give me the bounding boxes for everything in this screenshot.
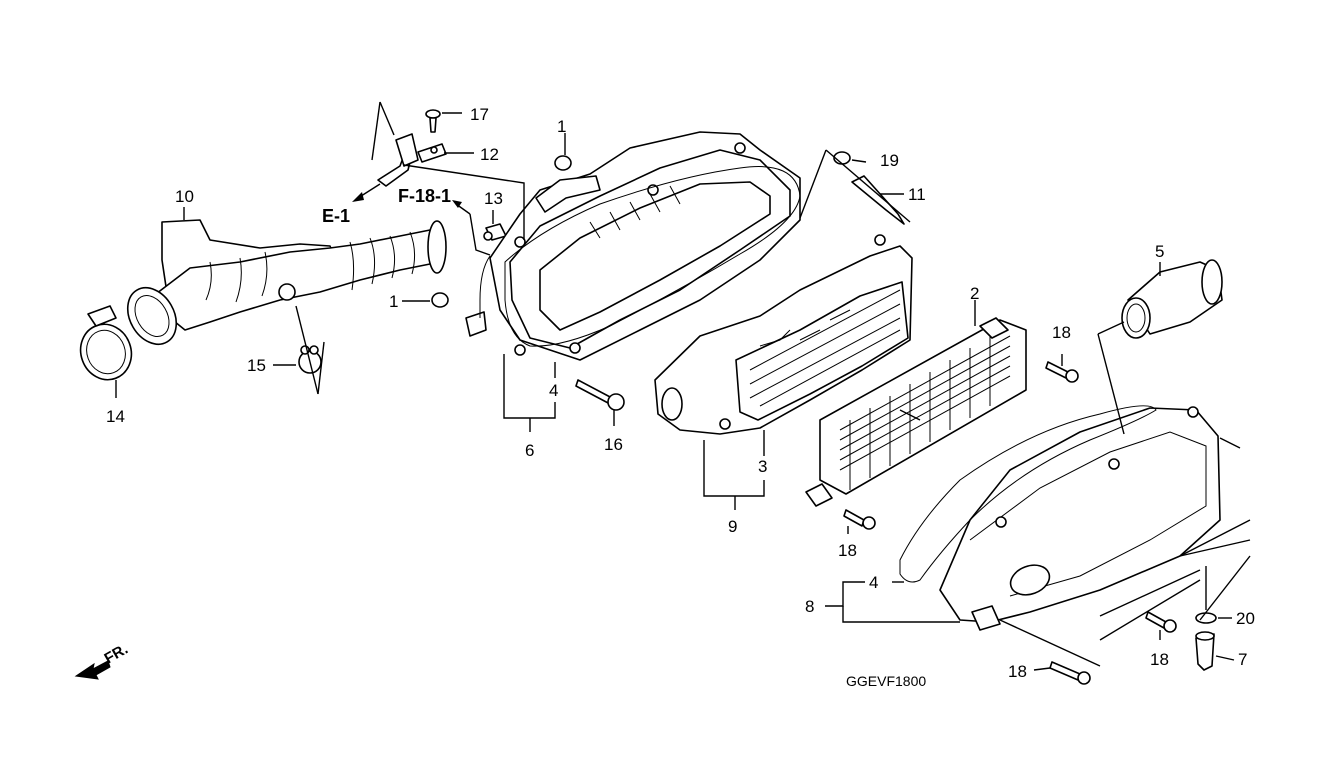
callout-13: 13 [484, 189, 503, 208]
callout-6: 6 [525, 441, 534, 460]
callout-18-upper: 18 [1052, 323, 1071, 342]
callout-1-top: 1 [557, 117, 566, 136]
callout-18-middle: 18 [838, 541, 857, 560]
callout-8: 8 [805, 597, 814, 616]
arrow-f181-icon [452, 200, 471, 215]
leader-lines [115, 101, 1251, 671]
callout-12: 12 [480, 145, 499, 164]
air-filter-element-part-2 [805, 317, 1027, 507]
hose-clamp-part-14 [79, 305, 133, 381]
intake-tube-part-10 [126, 219, 447, 346]
arrow-e1-icon [352, 183, 381, 202]
bolt-part-16 [575, 379, 625, 411]
case-cover-part-8 [939, 406, 1221, 631]
callout-18-bottom: 18 [1008, 662, 1027, 681]
callout-3: 3 [758, 457, 767, 476]
callout-7: 7 [1238, 650, 1247, 669]
callout-19: 19 [880, 151, 899, 170]
reference-f181: F-18-1 [398, 186, 451, 206]
o-ring-part-20 [1195, 612, 1217, 624]
callout-5: 5 [1155, 242, 1164, 261]
front-direction-arrow-icon [74, 660, 111, 680]
callout-11: 11 [908, 185, 926, 204]
screw-part-18 [843, 361, 1177, 685]
callout-10: 10 [175, 187, 194, 206]
seal-part-4-lower [899, 405, 1157, 583]
callout-16: 16 [604, 435, 623, 454]
air-cleaner-case-part-6 [465, 131, 801, 361]
callout-17: 17 [470, 105, 489, 124]
callout-4-lower: 4 [869, 573, 878, 592]
callout-9: 9 [728, 517, 737, 536]
callout-20: 20 [1236, 609, 1255, 628]
diagram-code: GGEVF1800 [846, 673, 926, 689]
callout-2: 2 [970, 284, 979, 303]
intake-duct-part-5 [1121, 259, 1223, 339]
element-holder-part-3 [654, 234, 913, 435]
grommet-part-1 [431, 155, 572, 308]
callout-18-right: 18 [1150, 650, 1169, 669]
reference-e1: E-1 [322, 206, 350, 226]
screw-part-17 [425, 109, 441, 133]
callout-14: 14 [106, 407, 125, 426]
drain-tube-part-11 [851, 175, 905, 225]
drain-plug-part-7 [1195, 631, 1215, 671]
callout-1-left: 1 [389, 292, 398, 311]
seal-part-4-upper [504, 166, 801, 347]
breather-tube-part-12 [377, 133, 447, 187]
callout-4-upper: 4 [549, 381, 558, 400]
callout-15: 15 [247, 356, 266, 375]
